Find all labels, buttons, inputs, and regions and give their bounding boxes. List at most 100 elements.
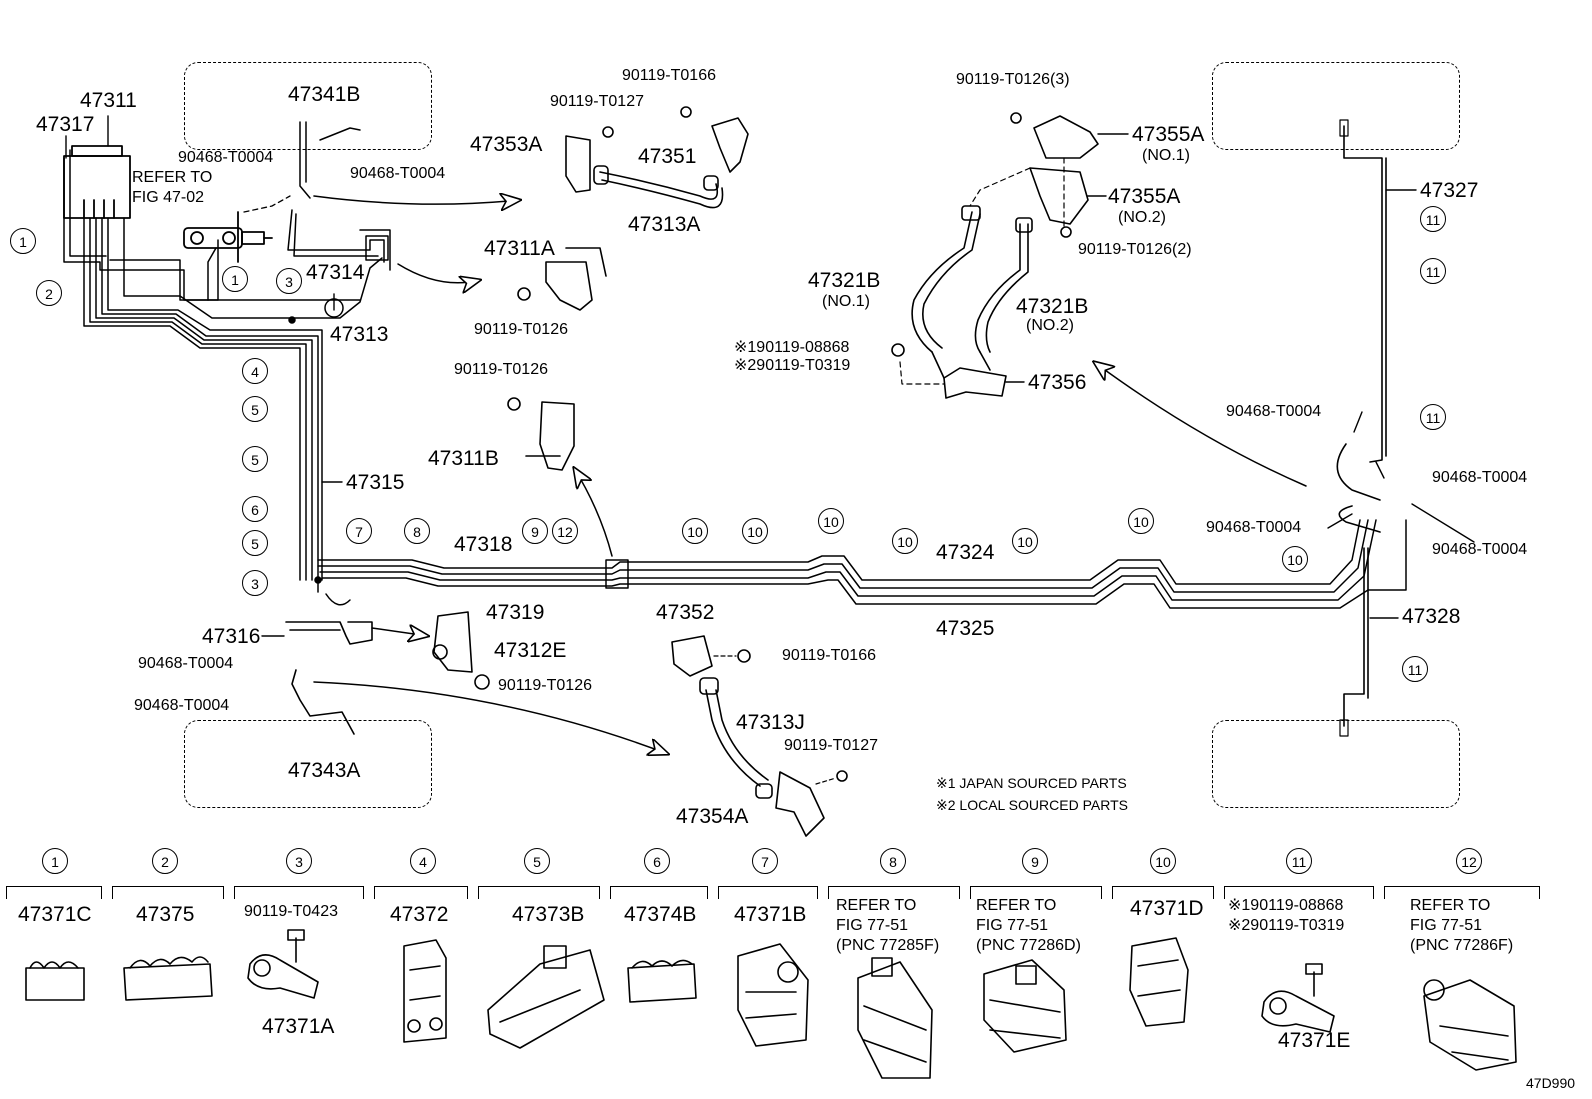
callout-10a: 10 [682,518,708,544]
legend-bracket-6 [610,886,708,901]
legend-bottom-3: 47371A [262,1015,335,1038]
clamp-icon-5 [487,945,605,1049]
callout-2: 2 [36,280,62,306]
label-47324: 47324 [936,541,995,564]
legend-line-11a: ※190119-08868 [1228,897,1344,914]
actuator-block [63,145,273,263]
label-m1-90119-08868: ※190119-08868 [734,339,850,356]
legend-num-8: 8 [880,848,906,874]
legend-num-10: 10 [1150,848,1176,874]
clamp-icon-6 [627,959,697,1003]
callout-12: 12 [552,518,578,544]
clamp-icon-9 [983,959,1067,1053]
legend-num-7: 7 [752,848,778,874]
label-47313: 47313 [330,323,389,346]
label-no2-b: (NO.2) [1026,317,1074,334]
label-47311A: 47311A [484,237,555,260]
callout-11b: 11 [1420,258,1446,284]
callout-10g: 10 [1282,546,1308,572]
legend-bracket-10 [1112,886,1214,901]
callout-5a: 5 [242,396,268,422]
label-47311B: 47311B [428,447,499,470]
legend-bracket-12 [1384,886,1540,901]
label-90119-T0127-a: 90119-T0127 [550,93,644,110]
label-90468-T0004-d: 90468-T0004 [134,697,230,714]
rear-pipe-lines [314,519,1407,609]
label-90468-T0004-a: 90468-T0004 [178,149,274,166]
clamp-icon-4 [403,939,447,1043]
legend-bracket-3 [234,886,364,901]
legend-line-8c: (PNC 77285F) [836,937,940,954]
label-fig-47-02: FIG 47-02 [132,189,205,206]
legend-line-11b: ※290119-T0319 [1228,917,1345,934]
clamp-icon-2 [123,956,213,1001]
callout-10c: 10 [818,508,844,534]
clamp-icon-12 [1423,979,1517,1071]
legend-part-4: 47372 [390,903,449,926]
note-local-sourced: ※2 LOCAL SOURCED PARTS [936,797,1128,813]
box-rear-top [1212,62,1460,150]
label-47312E: 47312E [494,639,567,662]
label-47355A-1: 47355A [1132,123,1205,146]
label-47321B-2: 47321B [1016,295,1089,318]
callout-10f: 10 [1128,508,1154,534]
label-47354A: 47354A [676,805,749,828]
legend-num-3: 3 [286,848,312,874]
note-japan-sourced: ※1 JAPAN SOURCED PARTS [936,775,1127,791]
label-47353A: 47353A [470,133,543,156]
legend-num-4: 4 [410,848,436,874]
label-47319: 47319 [486,601,545,624]
legend-num-12: 12 [1456,848,1482,874]
callout-4: 4 [242,358,268,384]
label-47318: 47318 [454,533,513,556]
callout-10d: 10 [892,528,918,554]
callout-1a: 1 [10,228,36,254]
legend-bracket-4 [374,886,468,901]
legend-icons [25,929,1517,1079]
box-rear-bottom [1212,720,1460,808]
label-47314: 47314 [306,261,365,284]
legend-num-9: 9 [1022,848,1048,874]
front-pipe-bundle [63,149,383,581]
label-90119-T0126-c: 90119-T0126 [454,361,548,378]
rear-vertical-pipe [1336,119,1387,737]
label-90119-T0126-b: 90119-T0126 [474,321,568,338]
clamp-icon-1 [25,961,85,1001]
legend-line-8b: FIG 77-51 [836,917,909,934]
label-no1-b: (NO.1) [822,293,870,310]
legend-bracket-2 [112,886,224,901]
clamp-icon-3 [247,929,319,999]
legend-line-12a: REFER TO [1410,897,1491,914]
label-47315: 47315 [346,471,405,494]
callout-10b: 10 [742,518,768,544]
legend-part-7: 47371B [734,903,807,926]
label-90468-T0004-c: 90468-T0004 [138,655,234,672]
legend-num-2: 2 [152,848,178,874]
legend-part-6: 47374B [624,903,697,926]
label-47325: 47325 [936,617,995,640]
legend-num-5: 5 [524,848,550,874]
callout-5b: 5 [242,446,268,472]
label-47313A: 47313A [628,213,701,236]
label-90119-T0126-a: 90119-T0126 [498,677,592,694]
label-90119-T0166-b: 90119-T0166 [782,647,876,664]
rear-hoses [891,112,1099,399]
mid-brackets [285,106,848,837]
callout-1b: 1 [222,266,248,292]
label-refer-to: REFER TO [132,169,213,186]
label-47356: 47356 [1028,371,1087,394]
callout-11c: 11 [1420,404,1446,430]
legend-bottom-11: 47371E [1278,1029,1351,1052]
callout-3a: 3 [276,268,302,294]
label-90119-T0166-a: 90119-T0166 [622,67,716,84]
legend-line-9b: FIG 77-51 [976,917,1049,934]
label-47343A: 47343A [288,759,361,782]
label-47351: 47351 [638,145,697,168]
legend-num-11: 11 [1286,848,1312,874]
clamp-icon-8 [857,957,933,1079]
label-47355A-2: 47355A [1108,185,1181,208]
label-47317: 47317 [36,113,95,136]
label-47311: 47311 [80,89,137,112]
callout-10e: 10 [1012,528,1038,554]
label-90468-T0004-f: 90468-T0004 [1432,469,1528,486]
